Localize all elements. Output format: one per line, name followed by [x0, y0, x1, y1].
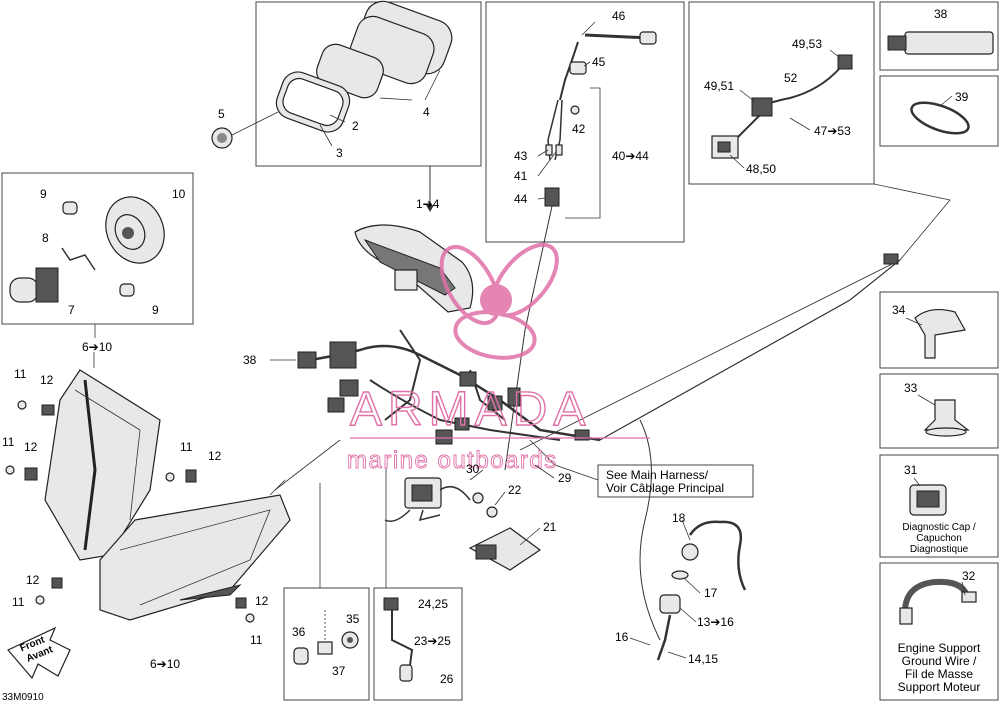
gauge-cluster-exploded — [211, 0, 453, 149]
callout-16: 16 — [615, 630, 629, 644]
callout-6-10-top: 6➔10 — [82, 340, 112, 354]
callout-43: 43 — [514, 149, 528, 163]
diag-cap-line3: Diagnostique — [910, 544, 969, 555]
callout-4: 4 — [423, 105, 430, 119]
left-headlight — [44, 369, 161, 561]
ground-wire-line4: Support Moteur — [898, 680, 981, 694]
callout-22: 22 — [508, 483, 522, 497]
callout-12-b: 12 — [24, 440, 38, 454]
grease-tube — [887, 31, 994, 55]
callout-32: 32 — [962, 569, 976, 583]
callout-26: 26 — [440, 672, 454, 686]
ground-wire-line2: Ground Wire / — [902, 654, 977, 668]
callout-38-tube: 38 — [934, 7, 948, 21]
callout-35: 35 — [346, 612, 360, 626]
callout-1-4: 1➔4 — [416, 197, 440, 211]
sensor-cable-parts — [383, 597, 414, 682]
clip-part — [914, 308, 966, 359]
harness-parts — [711, 54, 853, 159]
diag-cap-line2: Capuchon — [916, 533, 962, 544]
fasteners-left — [5, 400, 255, 623]
callout-11-d: 11 — [12, 595, 25, 609]
lanyard-parts — [639, 419, 747, 661]
callout-40-44: 40➔44 — [612, 149, 649, 163]
callout-9-top: 9 — [40, 187, 47, 201]
ground-wire-inset-box — [879, 562, 999, 701]
watermark-brand: ARMADA — [350, 383, 591, 436]
callout-11-e: 11 — [250, 633, 263, 647]
callout-12-e: 12 — [255, 594, 269, 608]
callout-6-10-bottom: 6➔10 — [150, 657, 180, 671]
callout-41: 41 — [514, 169, 528, 183]
callout-3: 3 — [336, 146, 343, 160]
callout-29: 29 — [558, 471, 572, 485]
callout-24-25: 24,25 — [418, 597, 448, 611]
clamp-ring — [910, 101, 970, 135]
callout-45: 45 — [592, 55, 606, 69]
callout-47-53: 47➔53 — [814, 124, 851, 138]
ground-wire-line1: Engine Support — [898, 641, 981, 655]
bolt-parts — [293, 610, 359, 665]
harness-note-line1: See Main Harness/ — [606, 468, 709, 482]
callout-12-a: 12 — [40, 373, 54, 387]
callout-10: 10 — [172, 187, 186, 201]
rivet-part — [923, 399, 970, 431]
callout-21: 21 — [543, 520, 557, 534]
harness-note-line2: Voir Câblage Principal — [606, 481, 724, 495]
callout-31: 31 — [904, 463, 918, 477]
callout-12-c: 12 — [208, 449, 222, 463]
callout-12-d: 12 — [26, 573, 40, 587]
callout-11-c: 11 — [180, 440, 193, 454]
callout-44: 44 — [514, 192, 528, 206]
diagram-code: 33M0910 — [2, 692, 44, 703]
callout-38-harness: 38 — [243, 353, 257, 367]
callout-18: 18 — [672, 511, 686, 525]
callout-36: 36 — [292, 625, 306, 639]
sensor-parts — [504, 31, 657, 471]
relay-parts — [384, 477, 542, 571]
front-arrow-icon — [7, 626, 71, 680]
watermark-subtitle: marine outboards — [347, 447, 558, 474]
callout-49-53: 49,53 — [792, 37, 822, 51]
callout-9-bottom: 9 — [152, 303, 159, 317]
callout-46: 46 — [612, 9, 626, 23]
callout-7: 7 — [68, 303, 75, 317]
callout-17: 17 — [704, 586, 718, 600]
headlight-bulb-parts — [9, 196, 165, 303]
callout-34: 34 — [892, 303, 906, 317]
callout-13-16: 13➔16 — [697, 615, 734, 629]
right-headlight — [99, 494, 291, 621]
callout-5: 5 — [218, 107, 225, 121]
callout-49-51: 49,51 — [704, 79, 734, 93]
ground-wire-line3: Fil de Masse — [905, 667, 973, 681]
clamp-inset-box — [879, 75, 999, 147]
callout-8: 8 — [42, 231, 49, 245]
callout-39: 39 — [955, 90, 969, 104]
callout-33: 33 — [904, 381, 918, 395]
callout-11-b: 11 — [2, 435, 15, 449]
callout-37: 37 — [332, 664, 346, 678]
callout-11-a: 11 — [14, 367, 27, 381]
callout-52: 52 — [784, 71, 798, 85]
callout-2: 2 — [352, 119, 359, 133]
callout-48-50: 48,50 — [746, 162, 776, 176]
callout-30: 30 — [466, 462, 480, 476]
harness-note-box — [597, 464, 754, 498]
watermark-logo — [439, 242, 559, 360]
central-wiring-harness — [297, 329, 601, 445]
callout-14-15: 14,15 — [688, 652, 718, 666]
diag-cap-line1: Diagnostic Cap / — [902, 522, 976, 533]
main-gauge-assembly — [354, 224, 474, 313]
callout-42: 42 — [572, 122, 586, 136]
callout-23-25: 23➔25 — [414, 634, 451, 648]
